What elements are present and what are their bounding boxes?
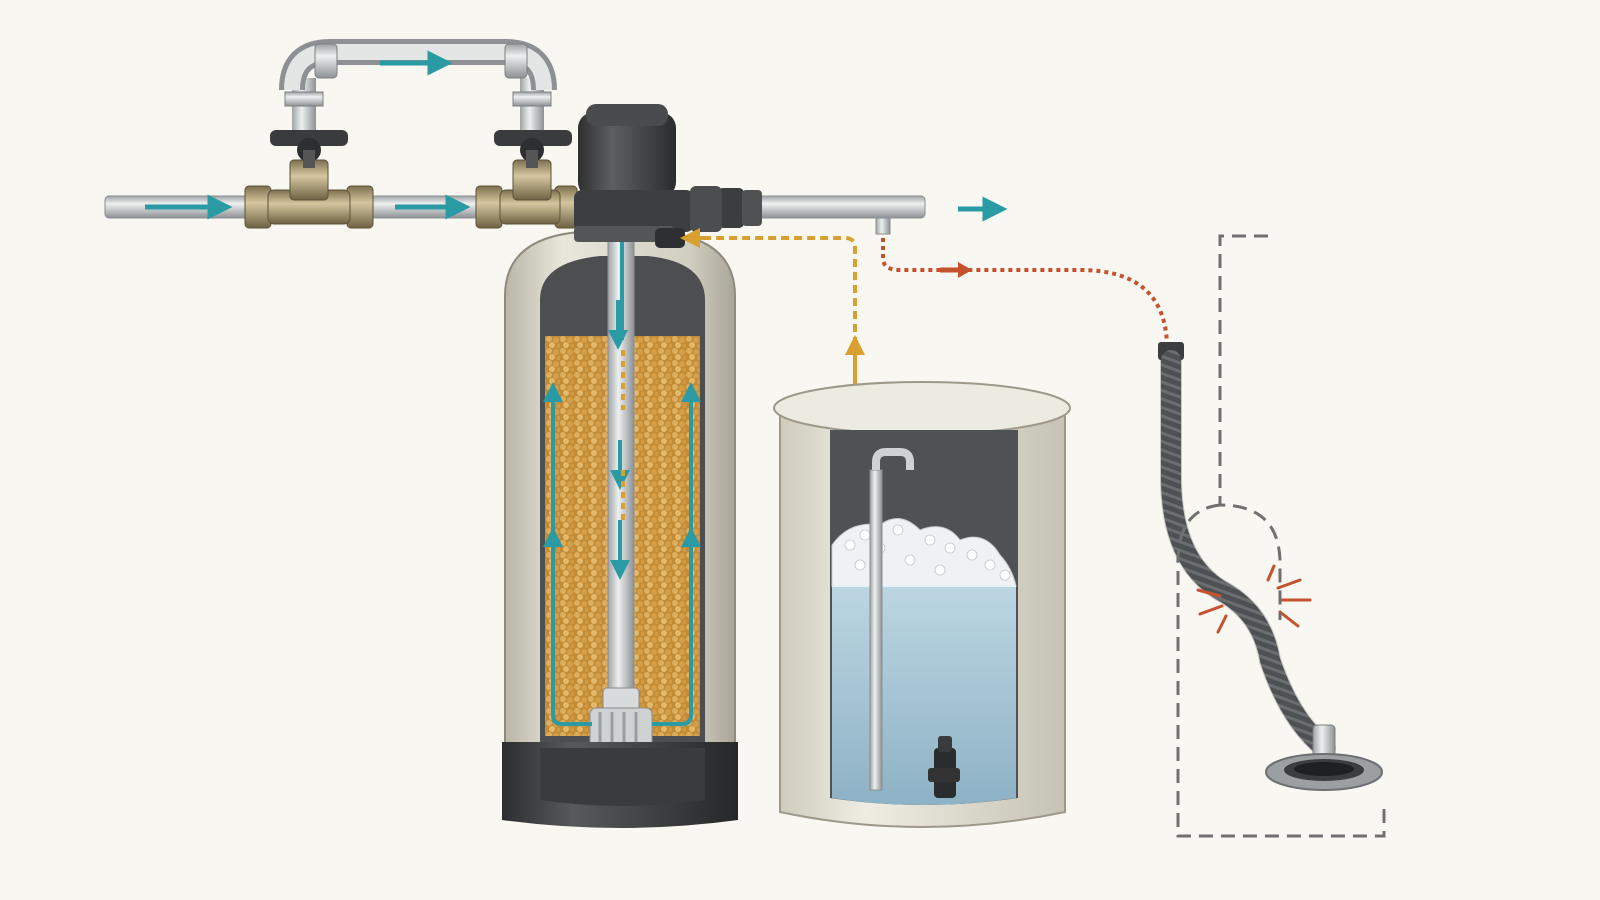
brine-well-tube [869,469,883,791]
drain-air-gap-outline [1176,234,1386,838]
drain-hose [1158,342,1336,766]
brine-tank [773,381,1071,828]
kink-burst-icon [1196,564,1312,634]
floor-drain-icon [1265,753,1383,791]
drain-line [881,238,1169,346]
outlet-fitting [718,188,762,228]
mineral-tank [502,227,738,828]
brine-valve-icon [928,736,960,798]
bypass-valve-right[interactable] [475,130,578,229]
control-valve-icon[interactable] [574,104,722,248]
bypass-loop [279,39,557,140]
brine-water [832,586,1016,798]
bypass-valve-left[interactable] [244,130,374,229]
